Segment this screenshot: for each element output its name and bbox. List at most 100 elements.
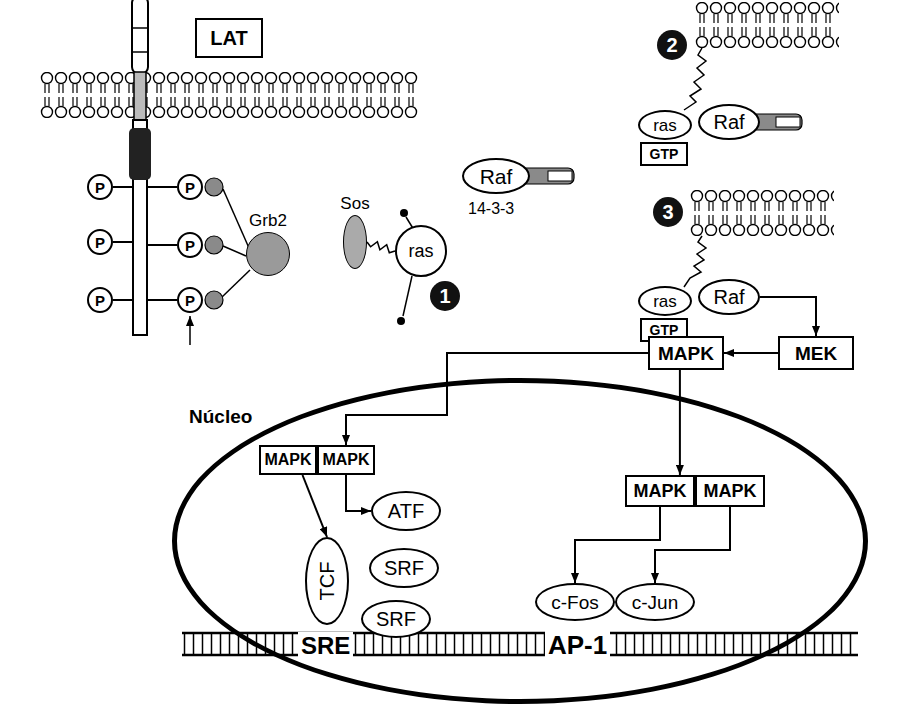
drawing-part <box>205 291 223 309</box>
phospho-links <box>113 187 177 300</box>
kinase-box: MAPK <box>317 445 375 475</box>
signal-arrow <box>724 352 778 354</box>
phospho-circle: P <box>87 174 113 200</box>
callout-number: 3 <box>662 202 673 222</box>
callout-number: 1 <box>439 286 450 306</box>
cell-membrane <box>695 2 839 48</box>
drawing-part <box>113 241 133 243</box>
lipid-anchor <box>684 236 706 287</box>
node-text: MAPK <box>322 452 369 468</box>
node-text: LAT <box>210 28 247 48</box>
kinase-box: MAPK <box>259 445 317 475</box>
region-label: Núcleo <box>189 407 252 426</box>
phospho-circle: P <box>177 287 203 313</box>
drawing-part <box>147 299 177 301</box>
drawing-part <box>223 189 249 248</box>
node-text: MAPK <box>264 452 311 468</box>
signal-arrow <box>346 475 371 511</box>
callout-badge: 2 <box>657 30 687 60</box>
cell-membrane <box>40 72 418 118</box>
protein-label: 14-3-3 <box>468 201 514 217</box>
node-text: ras <box>653 293 677 310</box>
lipid-bilayer <box>690 190 834 236</box>
drawing-part <box>113 299 133 301</box>
drawing-part <box>776 117 800 127</box>
receptor-band <box>132 51 148 53</box>
transcription-factor: c-Jun <box>615 583 695 621</box>
node-text: Raf <box>713 112 744 132</box>
kinase-box: MEK <box>778 336 854 370</box>
transcription-factor: TCF <box>305 537 349 625</box>
node-text: MEK <box>795 344 837 363</box>
dna-element-label: AP-1 <box>545 630 610 660</box>
phospho-circle: P <box>177 174 203 200</box>
node-text: MAPK <box>658 344 714 363</box>
raf-kinase: Raf <box>698 279 760 315</box>
phospho-circle: P <box>177 232 203 258</box>
raf-kinase: Raf <box>698 104 760 140</box>
node-text: SRF <box>384 558 424 578</box>
node-text: TCF <box>317 562 337 601</box>
drawing-part <box>222 270 250 297</box>
receptor-extracellular <box>132 0 148 74</box>
protein-shape <box>246 232 290 276</box>
node-text: Raf <box>480 166 513 187</box>
node-text: c-Jun <box>632 593 678 612</box>
node-text: SRF <box>376 609 416 629</box>
signal-arrow <box>346 353 648 445</box>
transcription-factor: ATF <box>371 491 441 531</box>
drawing-part <box>397 317 405 325</box>
signal-arrow <box>679 370 681 475</box>
lat-box: LAT <box>195 18 263 58</box>
node-text: MAPK <box>704 482 757 500</box>
sh2-domains <box>205 178 223 309</box>
signal-arrow <box>760 297 816 336</box>
node-text: ras <box>653 117 677 134</box>
binding-link <box>367 242 395 253</box>
kinase-box: MAPK <box>648 336 724 370</box>
drawing-part <box>147 244 177 246</box>
drawing-part <box>205 178 223 196</box>
drawing-part <box>548 171 572 181</box>
lipid-bilayer <box>40 72 418 118</box>
ras-protein: ras <box>395 225 447 277</box>
node-text: ATF <box>388 501 424 521</box>
ras-protein: ras <box>638 286 692 316</box>
transcription-factor: c-Fos <box>535 583 615 621</box>
node-text: P <box>95 235 105 250</box>
drawing-part <box>205 236 223 254</box>
signal-arrow <box>303 475 328 537</box>
node-text: P <box>95 180 105 195</box>
node-text: P <box>95 293 105 308</box>
drawing-part <box>223 246 246 256</box>
kinase-box: MAPK <box>695 475 765 507</box>
nucleus: NúcleoMAPK MAPK MAPK MAPK TCF ATF SRF SRF c-Fos c… <box>172 378 868 704</box>
transcription-factor: SRF <box>361 600 431 638</box>
exchange-factor: Sos <box>338 195 372 273</box>
dna-strand <box>182 633 858 655</box>
protein-shape <box>343 215 367 269</box>
node-text: GTP <box>650 147 679 161</box>
receptor-band <box>132 27 148 29</box>
callout-number: 2 <box>666 35 677 55</box>
node-text: Raf <box>713 287 744 307</box>
node-text: MAPK <box>634 482 687 500</box>
drawing-part <box>182 633 858 655</box>
node-text: GTP <box>650 323 679 337</box>
node-text: Sos <box>340 195 369 212</box>
lipid-anchor <box>684 48 706 110</box>
kinase-box: MAPK <box>625 475 695 507</box>
sh2-links <box>222 189 250 297</box>
node-text: P <box>185 180 195 195</box>
node-text: P <box>185 238 195 253</box>
receptor-transmembrane <box>134 72 146 120</box>
signal-arrow <box>575 507 660 583</box>
gtp-tag: GTP <box>640 142 688 166</box>
node-text: c-Fos <box>551 593 599 612</box>
ras-protein: ras <box>638 110 692 140</box>
drawing-part <box>182 632 858 635</box>
cell-membrane <box>690 190 834 236</box>
